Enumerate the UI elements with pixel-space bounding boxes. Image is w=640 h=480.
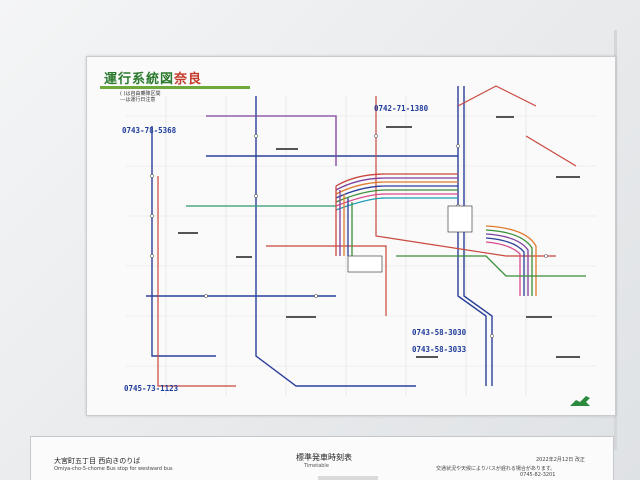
stop-name: 大宮町五丁目 西向きのりば: [54, 457, 141, 465]
deer-logo-icon: [570, 396, 590, 406]
route-bundle: [186, 115, 586, 296]
office-phone: 0743-78-5368: [122, 126, 177, 135]
weekday-header-bar: [318, 476, 378, 480]
map-title: 運行系統図奈良: [104, 68, 202, 87]
route-lines-red: [157, 85, 577, 387]
revision-date: 2022年2月12日 改正: [536, 457, 585, 463]
legend-line-1: ( )は自由乗降区間: [120, 91, 161, 97]
office-phone: 0743-58-3030: [412, 328, 467, 337]
title-main: 運行系統図: [104, 72, 175, 87]
hub-station-box: [447, 205, 473, 233]
office-phone: 0742-71-1380: [374, 104, 429, 113]
route-map: [126, 85, 596, 396]
title-underline: [100, 86, 250, 89]
delay-note: 交通状況や天候によりバスが遅れる場合があります。: [436, 466, 556, 472]
stop-labels: [178, 116, 580, 358]
legend-line-2: ---は運行日注意: [120, 97, 156, 103]
timetable-sheet: [30, 436, 614, 480]
timetable-subtitle: Timetable: [304, 463, 329, 469]
timetable-phone: 0745-82-3201: [520, 472, 556, 478]
timetable-title: 標準発車時刻表: [296, 453, 352, 462]
terminal-box: [347, 255, 383, 273]
title-city: 奈良: [174, 72, 203, 87]
route-lines-blue: [146, 86, 493, 387]
office-phone: 0745-73-1123: [124, 384, 179, 393]
stop-name-roman: Omiya-cho-5-chome Bus stop for westward …: [54, 466, 173, 472]
station-markers: [150, 134, 548, 338]
office-phone: 0743-58-3033: [412, 345, 467, 354]
legend: ( )は自由乗降区間 ---は運行日注意: [120, 91, 161, 103]
